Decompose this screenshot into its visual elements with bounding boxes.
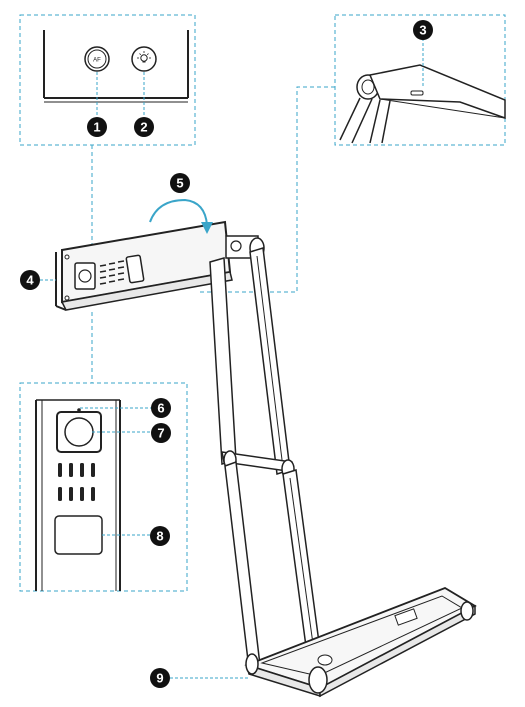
callout-3: 3 (413, 20, 433, 40)
detail-box-lens (19, 382, 188, 592)
rotation-arrow-icon (149, 198, 213, 234)
svg-text:9: 9 (156, 671, 163, 686)
callout-2: 2 (134, 117, 154, 137)
svg-text:5: 5 (176, 176, 183, 191)
callout-5: 5 (170, 173, 190, 193)
af-button: AF (84, 46, 110, 72)
svg-text:8: 8 (156, 529, 163, 544)
callout-7: 7 (151, 423, 171, 443)
leader-line-port-detail (200, 86, 335, 293)
camera-head (55, 220, 233, 311)
af-focus-icon: AF (93, 58, 101, 64)
detail-box-buttons (19, 14, 196, 146)
callout-8: 8 (150, 526, 170, 546)
callout-4: 4 (20, 270, 40, 290)
light-button (131, 46, 157, 72)
svg-text:7: 7 (157, 426, 164, 441)
callout-6: 6 (151, 398, 171, 418)
callout-1: 1 (87, 117, 107, 137)
svg-text:6: 6 (157, 401, 164, 416)
svg-text:3: 3 (419, 23, 426, 38)
detail-box-usb-port (334, 14, 506, 146)
camera-base (244, 587, 477, 698)
camera-arm (209, 235, 325, 685)
svg-text:4: 4 (26, 273, 34, 288)
light-bulb-icon (137, 51, 151, 63)
svg-text:1: 1 (93, 120, 100, 135)
svg-text:2: 2 (140, 120, 147, 135)
callout-9: 9 (150, 668, 170, 688)
